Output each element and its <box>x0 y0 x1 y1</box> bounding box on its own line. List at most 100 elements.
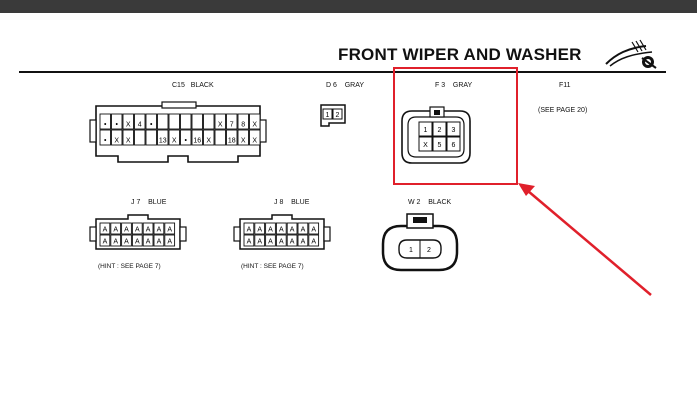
d6-pin-2: 2 <box>336 112 340 119</box>
c15-cell <box>157 129 169 146</box>
j7-hint: (HINT : SEE PAGE 7) <box>98 263 161 270</box>
j8-code: J 8 <box>274 199 284 206</box>
j7-pin-label: A <box>146 239 151 246</box>
c15-cell <box>111 113 123 130</box>
c15-pin-label: 7 <box>230 122 234 129</box>
j7-pin-label: A <box>103 227 108 234</box>
j7-pin-label: A <box>167 227 172 234</box>
c15-pin-label: X <box>252 138 257 145</box>
c15-cell <box>99 129 111 146</box>
j7-cell <box>153 234 165 247</box>
j8-pin-label: A <box>311 227 316 234</box>
j8-pin-label: A <box>301 227 306 234</box>
j7-pin-label: A <box>113 239 118 246</box>
f3-code: F 3 <box>435 82 446 89</box>
c15-pin-label: • <box>104 138 107 145</box>
j7-cell <box>153 222 165 235</box>
c15-cell <box>226 113 238 130</box>
window-top-bar <box>0 0 697 13</box>
d6-color: GRAY <box>344 82 365 89</box>
j7-pin-label: A <box>135 227 140 234</box>
c15-cell <box>122 113 134 130</box>
j8-label: J 8 BLUE <box>274 199 309 206</box>
d6-code: D 6 <box>326 82 337 89</box>
c15-cell <box>145 129 157 146</box>
j8-pin-label: A <box>257 227 262 234</box>
c15-cell <box>214 113 226 130</box>
c15-cell <box>214 129 226 146</box>
j7-code: J 7 <box>131 199 141 206</box>
c15-pin-label: • <box>150 122 153 129</box>
j8-color: BLUE <box>291 199 310 206</box>
f3-pin-4: X <box>423 142 428 149</box>
j7-pin-label: A <box>167 239 172 246</box>
j7-cell <box>121 234 132 247</box>
f3-pin-6: 6 <box>452 142 456 149</box>
j7-pin-label: A <box>146 227 151 234</box>
c15-cell <box>168 129 180 146</box>
j7-cell <box>110 222 122 235</box>
c15-cell <box>122 129 134 146</box>
j8-cell <box>308 222 320 235</box>
c15-code: C15 <box>172 82 185 89</box>
j8-pin-label: A <box>268 239 273 246</box>
j8-cell <box>275 222 287 235</box>
d6-label: D 6 GRAY <box>326 82 364 89</box>
c15-cell <box>191 113 203 130</box>
f3-pin-3: 3 <box>452 127 456 134</box>
c15-pin-label: 8 <box>241 122 245 129</box>
j8-hint: (HINT : SEE PAGE 7) <box>241 263 304 270</box>
c15-cell <box>180 113 192 130</box>
j8-cell <box>254 234 266 247</box>
c15-cell <box>226 129 238 146</box>
j8-pin-label: A <box>301 239 306 246</box>
j7-pin-label: A <box>113 227 118 234</box>
j7-cell <box>121 222 132 235</box>
j7-cell <box>131 222 143 235</box>
c15-cell <box>249 129 261 146</box>
j7-pin-label: A <box>157 227 162 234</box>
c15-pin-label: X <box>252 122 257 129</box>
j7-pin-label: A <box>103 239 108 246</box>
j8-cell <box>286 222 298 235</box>
j8-pin-label: A <box>290 239 295 246</box>
j8-pin-label: A <box>247 227 252 234</box>
j7-pin-label: A <box>135 239 140 246</box>
j8-cell <box>265 222 276 235</box>
j8-cell <box>243 234 255 247</box>
w2-pin-1: 1 <box>409 247 413 254</box>
j7-pin-label: A <box>124 239 129 246</box>
c15-cell <box>134 113 146 130</box>
j8-pin-label: A <box>311 239 316 246</box>
j8-cell <box>297 222 309 235</box>
j7-cell <box>164 222 176 235</box>
j7-cell <box>99 234 111 247</box>
j7-cell <box>110 234 122 247</box>
c15-pin-label: 13 <box>159 138 167 145</box>
c15-pin-label: • <box>185 138 188 145</box>
f3-highlight-box <box>393 67 518 185</box>
j8-cell <box>275 234 287 247</box>
j8-pin-label: A <box>247 239 252 246</box>
c15-pin-label: 16 <box>193 138 201 145</box>
c15-cell <box>203 113 215 130</box>
j7-pin-label: A <box>124 227 129 234</box>
j8-cell <box>297 234 309 247</box>
c15-pin-label: • <box>104 122 107 129</box>
f3-connector: 1 2 3 X 5 6 <box>401 106 471 164</box>
j8-cell <box>308 234 320 247</box>
j7-color: BLUE <box>148 199 167 206</box>
j7-cell <box>164 234 176 247</box>
c15-cell <box>168 113 180 130</box>
j8-cell <box>265 234 276 247</box>
d6-pin-1: 1 <box>326 112 330 119</box>
c15-cell <box>111 129 123 146</box>
f3-pin-5: 5 <box>438 142 442 149</box>
f11-note: (SEE PAGE 20) <box>538 107 588 114</box>
j8-pin-label: A <box>268 227 273 234</box>
c15-pin-label: X <box>172 138 177 145</box>
